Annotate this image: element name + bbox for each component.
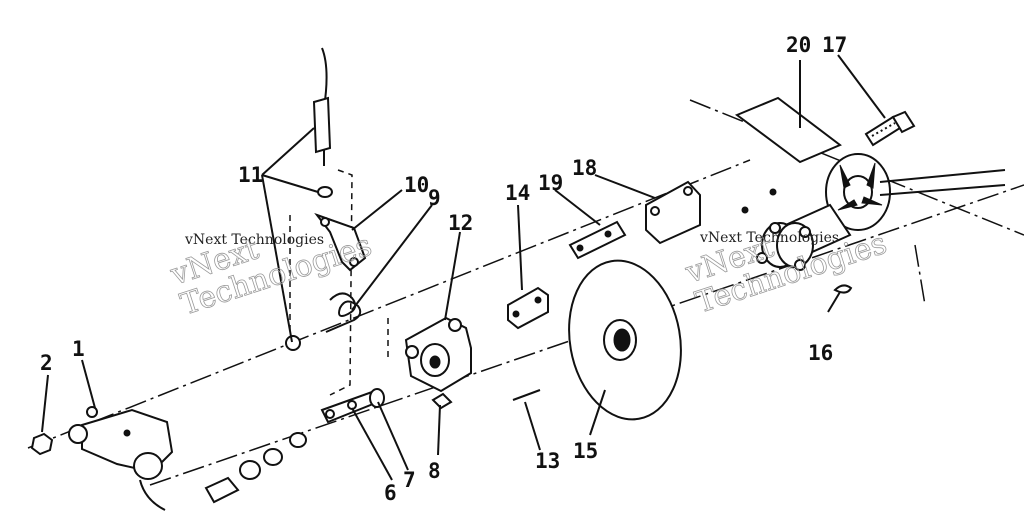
callout-9: 9 (428, 186, 441, 210)
callout-14: 14 (505, 181, 530, 205)
part-16-clip (833, 284, 853, 294)
part-8-clip (431, 392, 453, 410)
callout-13: 13 (535, 449, 560, 473)
part-9-spring (325, 292, 362, 333)
part-13-pin (512, 389, 541, 401)
part-20-decal (734, 96, 842, 164)
callout-11: 11 (238, 163, 263, 187)
watermark-small-text: vNext Technologies (699, 230, 839, 246)
part-19-plate (568, 220, 627, 260)
part-17-bolt (864, 110, 916, 147)
callout-10: 10 (404, 173, 429, 197)
callout-6: 6 (384, 481, 397, 505)
callout-7: 7 (403, 468, 416, 492)
watermark-left: vNext Technologies vNextTechnologies (165, 198, 376, 323)
callout-12: 12 (448, 211, 473, 235)
callout-16: 16 (808, 341, 833, 365)
lower-hardware (204, 432, 307, 504)
part-18-bracket (645, 180, 701, 245)
callout-19: 19 (538, 171, 563, 195)
callout-labels: 1 2 6 7 8 9 10 11 12 13 14 15 16 17 18 1… (40, 33, 847, 505)
part-11-nut (285, 335, 301, 351)
part-1-bracket (68, 406, 174, 511)
callout-8: 8 (428, 459, 441, 483)
callout-2: 2 (40, 351, 53, 375)
callout-15: 15 (573, 439, 598, 463)
watermark-large-text: vNextTechnologies (166, 198, 376, 323)
watermark-small-text: vNext Technologies (184, 232, 324, 248)
part-2-nut (30, 432, 54, 456)
callout-18: 18 (572, 156, 597, 180)
part-15-disc (568, 259, 682, 421)
hub-assembly (741, 153, 1006, 271)
callout-1: 1 (72, 337, 85, 361)
part-12-housing (404, 316, 472, 393)
callout-20: 20 (786, 33, 811, 57)
part-14-block (507, 286, 549, 330)
callout-17: 17 (822, 33, 847, 57)
leader-lines (41, 54, 886, 481)
